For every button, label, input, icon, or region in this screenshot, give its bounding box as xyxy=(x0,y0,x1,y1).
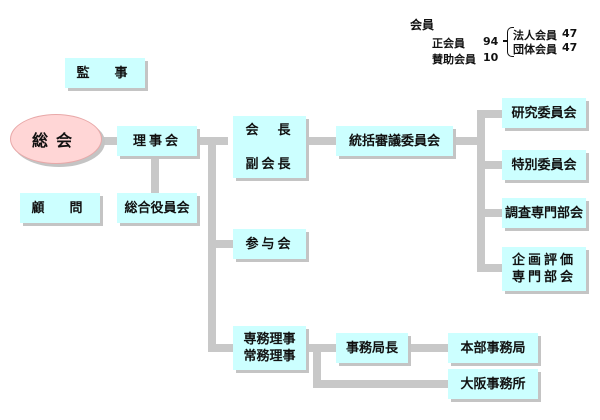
regular-members-count: 94 xyxy=(483,35,499,48)
members-brace-tip xyxy=(503,40,508,42)
regular-members-label: 正会員 xyxy=(432,37,465,50)
connector-assembly-board xyxy=(100,137,120,145)
general-assembly-node: 総会 xyxy=(10,114,102,164)
auditor-box: 監 事 xyxy=(65,58,145,88)
connector-to-osaka xyxy=(313,380,448,388)
connector-secretary-headoffice xyxy=(408,344,448,352)
members-title: 会員 xyxy=(410,18,435,32)
head-office-box: 本部事務局 xyxy=(448,333,538,363)
connector-to-survey xyxy=(477,209,502,217)
research-committee-box: 研究委員会 xyxy=(502,98,586,128)
advisor-box: 顧 問 xyxy=(20,193,100,223)
secretary-general-box: 事務局長 xyxy=(336,333,408,363)
special-committee-box: 特別委員会 xyxy=(502,150,586,180)
council-box: 参与会 xyxy=(233,229,306,259)
board-box: 理事会 xyxy=(117,126,197,156)
survey-subcommittee-box: 調査専門部会 xyxy=(502,198,586,228)
connector-to-council xyxy=(208,240,233,248)
group-members-label: 団体会員 xyxy=(513,43,557,56)
supporting-members-count: 10 xyxy=(483,51,499,64)
connector-to-planning xyxy=(477,264,502,272)
connector-board-exec xyxy=(151,155,159,193)
members-brace xyxy=(507,27,514,57)
corporate-members-label: 法人会員 xyxy=(513,29,557,42)
president-box: 会 長 副会長 xyxy=(233,116,306,178)
connector-to-research xyxy=(477,110,502,118)
directors-box: 専務理事 常務理事 xyxy=(233,326,306,370)
supporting-members-label: 賛助会員 xyxy=(432,53,476,66)
connector-committee-trunk xyxy=(477,110,485,272)
osaka-office-box: 大阪事務所 xyxy=(448,369,538,399)
connector-president-steering xyxy=(306,137,338,145)
planning-subcommittee-box: 企画評価 専門部会 xyxy=(502,247,586,291)
steering-committee-box: 統括審議委員会 xyxy=(336,126,453,156)
connector-to-special xyxy=(477,161,502,169)
group-members-count: 47 xyxy=(562,41,578,54)
corporate-members-count: 47 xyxy=(562,27,578,40)
executive-officers-box: 総合役員会 xyxy=(117,193,197,223)
connector-osaka-vertical xyxy=(313,344,321,388)
connector-steering-trunk xyxy=(453,137,483,145)
connector-directors-secretary xyxy=(306,344,336,352)
connector-to-directors xyxy=(208,344,233,352)
